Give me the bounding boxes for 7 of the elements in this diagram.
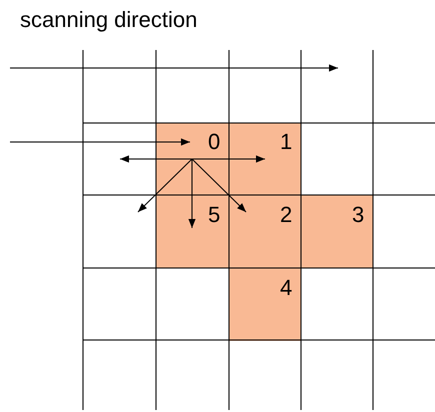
cell-number: 4 (280, 276, 292, 300)
cell-number: 5 (208, 203, 220, 227)
cell-number: 3 (352, 203, 364, 227)
cell-number: 1 (280, 130, 292, 154)
cell-number: 2 (280, 203, 292, 227)
scanning-direction-label: scanning direction (20, 8, 198, 32)
cell-number: 0 (208, 130, 220, 154)
